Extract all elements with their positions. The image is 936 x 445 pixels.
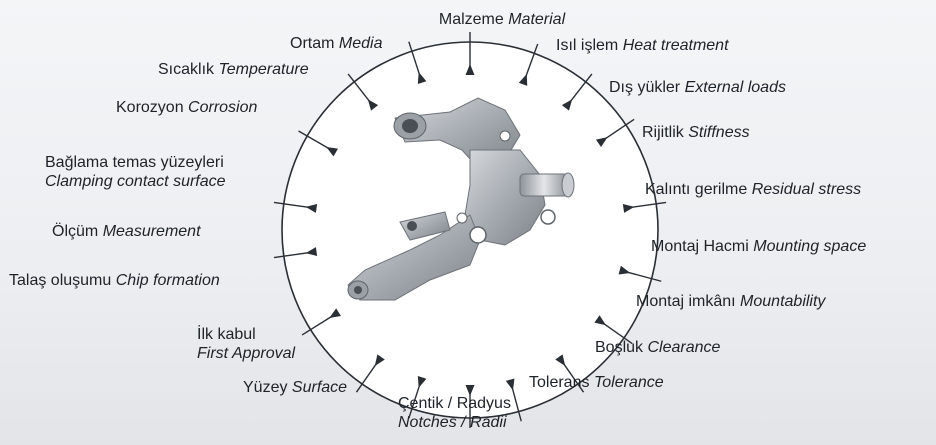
label-media: Ortam Media	[290, 34, 382, 53]
label-external-loads: Dış yükler External loads	[609, 78, 786, 97]
label-residual-stress: Kalıntı gerilme Residual stress	[645, 180, 861, 199]
label-notches: Çentik / RadyusNotches / Radii	[398, 394, 511, 432]
label-first-approval: İlk kabulFirst Approval	[197, 325, 295, 363]
label-tolerance: Tolerans Tolerance	[529, 373, 664, 392]
label-surface: Yüzey Surface	[243, 378, 347, 397]
label-clearance: Boşluk Clearance	[595, 338, 720, 357]
label-heat-treatment: Isıl işlem Heat treatment	[556, 36, 729, 55]
label-mounting-space: Montaj Hacmi Mounting space	[651, 237, 866, 256]
label-corrosion: Korozyon Corrosion	[116, 98, 257, 117]
label-mountability: Montaj imkânı Mountability	[636, 292, 825, 311]
label-measurement: Ölçüm Measurement	[52, 222, 201, 241]
label-chip-formation: Talaş oluşumu Chip formation	[9, 271, 220, 290]
label-stiffness: Rijitlik Stiffness	[642, 123, 750, 142]
label-clamping: Bağlama temas yüzeyleriClamping contact …	[45, 153, 226, 191]
label-material: Malzeme Material	[402, 10, 602, 29]
label-temperature: Sıcaklık Temperature	[158, 60, 309, 79]
